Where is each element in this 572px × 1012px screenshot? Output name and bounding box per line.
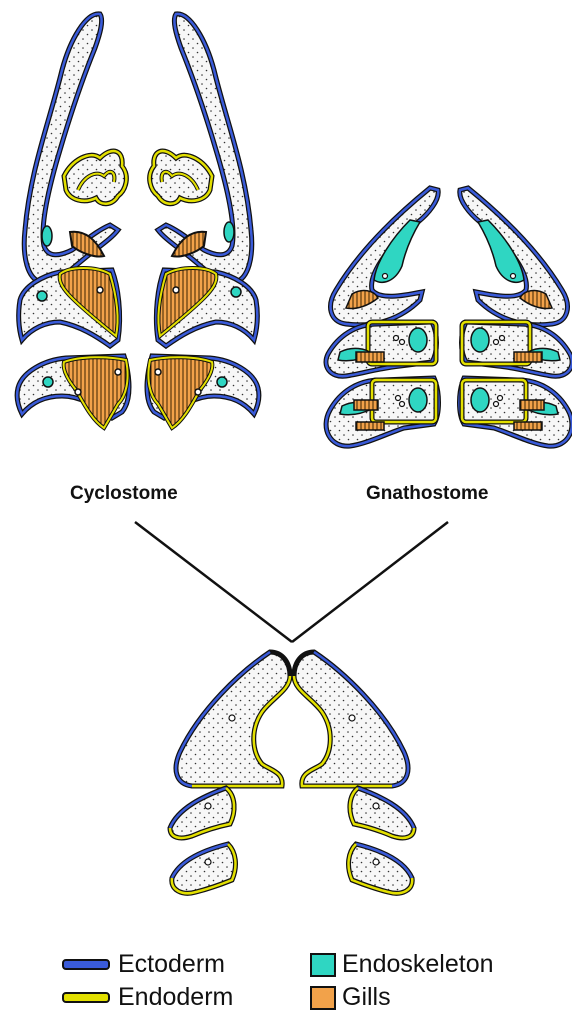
ancestor-right-side: [294, 652, 414, 893]
legend-label-ectoderm: Ectoderm: [118, 950, 225, 979]
cyclostome-label: Cyclostome: [70, 483, 178, 505]
gills-swatch: [310, 986, 336, 1010]
phylogeny-lines: [135, 522, 448, 642]
legend-item-endoderm: Endoderm: [62, 983, 233, 1012]
legend-item-ectoderm: Ectoderm: [62, 950, 225, 979]
legend-label-endoderm: Endoderm: [118, 983, 233, 1012]
cyclostome-diagram: [17, 14, 259, 428]
gnatho-left-side: [326, 188, 438, 446]
cyclo-left-arch-3: [17, 356, 129, 428]
endoskeleton-swatch: [310, 953, 336, 977]
ancestor-left-side: [170, 652, 290, 893]
legend-item-gills: Gills: [310, 983, 391, 1012]
gnathostome-diagram: [326, 188, 572, 446]
ancestor-diagram: [170, 652, 414, 893]
legend-label-gills: Gills: [342, 983, 391, 1012]
legend-item-endoskeleton: Endoskeleton: [310, 950, 494, 979]
cyclo-right-side: [147, 14, 259, 428]
endoderm-swatch: [62, 992, 110, 1003]
legend-label-endoskeleton: Endoskeleton: [342, 950, 494, 979]
ectoderm-swatch: [62, 959, 110, 970]
gnatho-right-side: [460, 188, 572, 446]
cyclo-left-arch-1: [24, 14, 126, 283]
gnathostome-label: Gnathostome: [366, 483, 488, 505]
